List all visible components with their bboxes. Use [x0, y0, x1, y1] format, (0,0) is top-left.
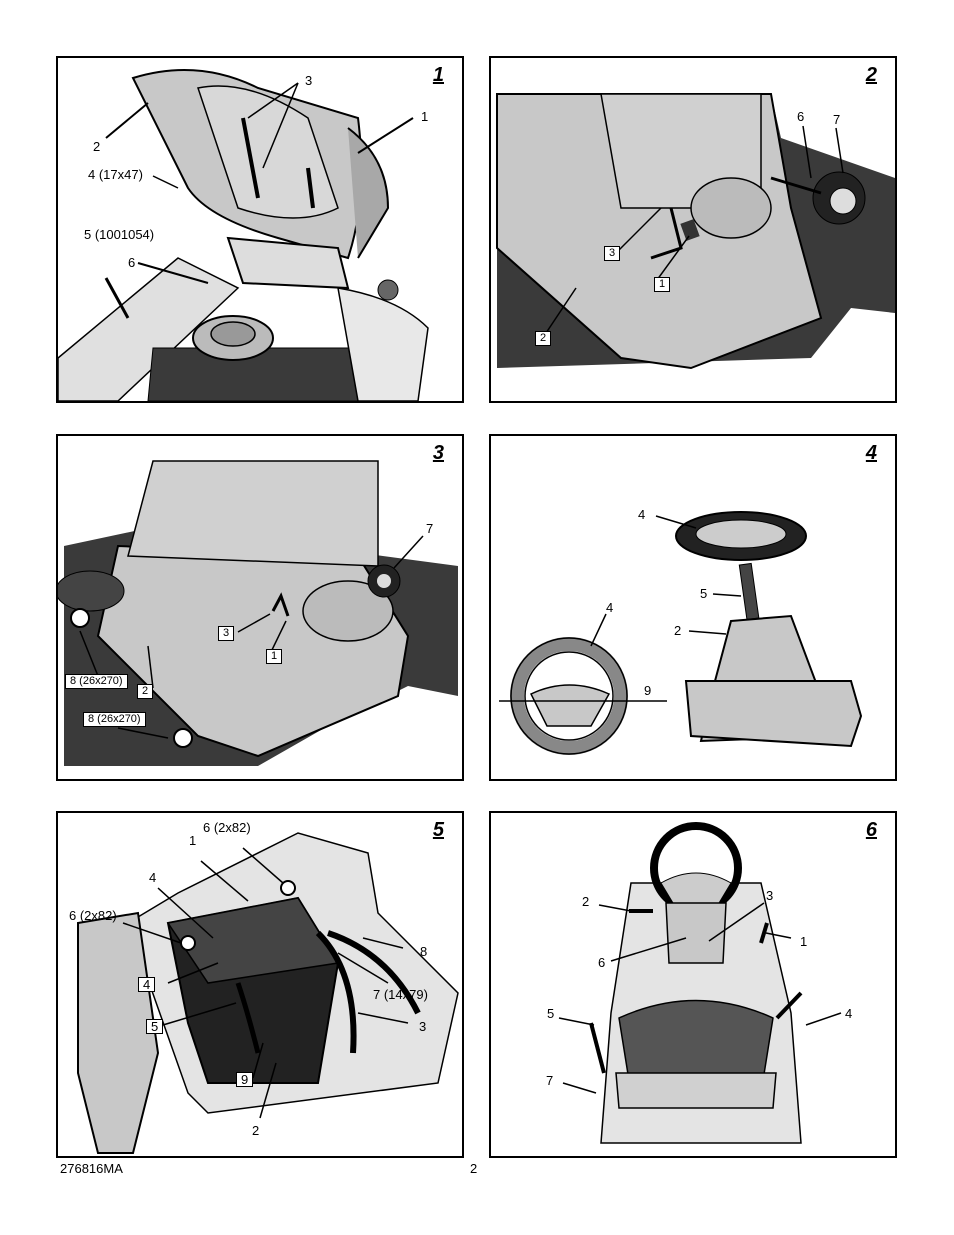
callout-label: 4 — [845, 1006, 853, 1021]
callout-label: 4 — [606, 600, 614, 615]
panel-number: 5 — [432, 819, 444, 841]
callout-label: 2 — [582, 894, 590, 909]
panel-number: 6 — [865, 819, 877, 841]
callout-label: 7 — [546, 1073, 554, 1088]
tractor-overview-illustration — [558, 822, 842, 1144]
callout-label: 6 (2x82) — [203, 820, 251, 835]
callout-label: 2 — [137, 684, 154, 699]
callout-label: 6 — [128, 255, 136, 270]
callout-label: 7 — [426, 521, 434, 536]
callout-label: 2 — [674, 623, 682, 638]
callout-label: 3 — [218, 626, 235, 641]
seat-tilted-illustration — [58, 69, 429, 401]
callout-label: 1 — [800, 934, 808, 949]
callout-label: 3 — [419, 1019, 427, 1034]
callout-label: 4 (17x47) — [88, 167, 143, 182]
callout-label: 4 — [138, 977, 156, 992]
console-ignition-illustration — [496, 93, 895, 370]
callout-label: 4 — [149, 870, 157, 885]
figure-panel-5: 5 6 (2x82) 1 4 6 (2x82) 8 4 7 (14x79) 5 … — [56, 811, 464, 1158]
callout-label: 1 — [189, 833, 197, 848]
figure-panel-2: 2 6 7 3 1 2 — [489, 56, 897, 403]
panel-number: 1 — [432, 64, 444, 86]
figure-panel-1: 1 3 1 2 4 (17x47) 5 (1001054) 6 — [56, 56, 464, 403]
callout-label: 8 (26x270) — [83, 712, 146, 727]
callout-label: 6 — [598, 955, 606, 970]
steering-wheel-illustration — [499, 511, 863, 755]
panel-number: 2 — [865, 64, 877, 86]
figure-panel-4: 4 4 5 2 4 9 — [489, 434, 897, 781]
figure-panel-3: 3 7 3 1 8 (26x270) 2 8 (26x270) — [56, 434, 464, 781]
callout-label: 7 — [833, 112, 841, 127]
callout-label: 1 — [654, 277, 671, 292]
callout-label: 9 — [644, 683, 652, 698]
panel-number: 4 — [865, 442, 877, 464]
document-code: 276816MA — [60, 1161, 123, 1176]
callout-label: 7 (14x79) — [373, 987, 428, 1002]
callout-label: 5 — [547, 1006, 555, 1021]
page-number: 2 — [470, 1161, 478, 1176]
callout-label: 8 (26x270) — [65, 674, 128, 689]
callout-label: 5 — [700, 586, 708, 601]
battery-illustration — [77, 832, 459, 1154]
callout-label: 8 — [420, 944, 428, 959]
callout-label: 5 — [146, 1019, 164, 1034]
callout-label: 3 — [766, 888, 774, 903]
callout-label: 4 — [638, 507, 646, 522]
callout-label: 2 — [252, 1123, 260, 1138]
panel-number: 3 — [432, 442, 444, 464]
callout-label: 5 (1001054) — [84, 227, 155, 242]
callout-label: 6 — [797, 109, 805, 124]
callout-label: 9 — [236, 1072, 254, 1087]
console-mounting-illustration — [58, 460, 458, 766]
callout-label: 2 — [93, 139, 101, 154]
callout-label: 6 (2x82) — [69, 908, 117, 923]
callout-label: 3 — [305, 73, 313, 88]
callout-label: 1 — [421, 109, 429, 124]
callout-label: 1 — [266, 649, 283, 664]
figure-panel-6: 6 3 2 1 6 5 4 7 — [489, 811, 897, 1158]
callout-label: 2 — [535, 331, 552, 346]
callout-label: 3 — [604, 246, 621, 261]
